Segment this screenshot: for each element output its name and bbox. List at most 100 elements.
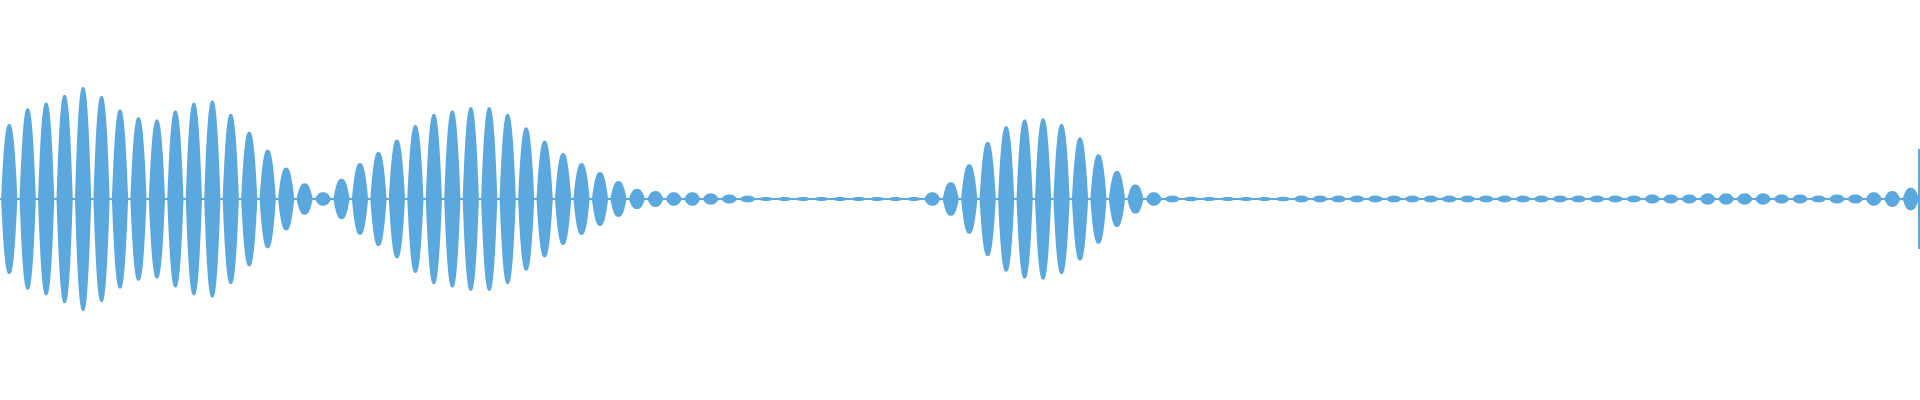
waveform-lobe bbox=[1164, 195, 1181, 203]
waveform-lobe bbox=[296, 183, 313, 215]
waveform-lobe bbox=[1588, 195, 1606, 203]
waveform-lobe bbox=[1773, 194, 1790, 204]
waveform-lobe bbox=[111, 109, 129, 289]
waveform-lobe bbox=[1847, 194, 1864, 204]
waveform-lobe bbox=[130, 117, 147, 281]
waveform-lobe bbox=[1718, 193, 1735, 205]
waveform-lobe bbox=[481, 107, 498, 291]
waveform-lobe bbox=[1681, 194, 1698, 204]
waveform-lobe bbox=[998, 126, 1015, 272]
waveform-lobe bbox=[776, 197, 793, 201]
waveform-lobe bbox=[813, 197, 830, 201]
waveform-lobe bbox=[56, 94, 73, 304]
waveform-lobe bbox=[628, 188, 646, 210]
waveform-lobe bbox=[1533, 195, 1550, 203]
waveform-lobe bbox=[665, 192, 682, 206]
waveform-lobe bbox=[19, 108, 36, 290]
waveform-lobe bbox=[1330, 195, 1347, 203]
waveform-lobe bbox=[721, 194, 738, 204]
waveform-lobe bbox=[1127, 184, 1144, 214]
waveform-lobe bbox=[167, 110, 184, 288]
waveform-lobe bbox=[831, 197, 849, 201]
waveform-lobe bbox=[314, 192, 332, 206]
waveform-lobe bbox=[905, 197, 922, 201]
waveform-lobe bbox=[222, 113, 239, 285]
waveform-lobe bbox=[1145, 192, 1162, 206]
waveform-lobe bbox=[1902, 187, 1919, 211]
waveform-lobe bbox=[1551, 195, 1569, 203]
waveform-lobe bbox=[1182, 196, 1199, 202]
waveform-lobe bbox=[758, 197, 775, 201]
waveform-lobe bbox=[148, 119, 166, 279]
waveform-lobe bbox=[1828, 194, 1846, 204]
waveform-lobe bbox=[241, 131, 258, 267]
waveform-lobe bbox=[1311, 195, 1329, 203]
waveform-lobe bbox=[1422, 195, 1439, 203]
waveform-lobe bbox=[1644, 194, 1661, 204]
waveform-lobe bbox=[1625, 195, 1642, 203]
waveform-lobe bbox=[351, 163, 369, 235]
waveform-lobe bbox=[518, 127, 535, 271]
waveform-lobe bbox=[850, 197, 867, 201]
waveform-lobe bbox=[1496, 195, 1513, 203]
waveform-lobe bbox=[1201, 197, 1218, 201]
waveform-lobe bbox=[1108, 171, 1126, 227]
playhead-marker bbox=[1918, 149, 1920, 249]
waveform-lobe bbox=[1293, 195, 1310, 203]
waveform-lobe bbox=[1385, 195, 1402, 203]
waveform-lobe bbox=[1404, 195, 1421, 203]
waveform-lobe bbox=[1699, 193, 1716, 205]
waveform-lobe bbox=[1514, 195, 1532, 203]
waveform-lobe bbox=[333, 178, 350, 220]
waveform-lobe bbox=[591, 172, 609, 226]
waveform-lobe bbox=[573, 163, 590, 235]
waveform-lobe bbox=[961, 164, 978, 234]
waveform-lobe bbox=[1607, 195, 1624, 203]
waveform-lobe bbox=[1791, 194, 1809, 204]
waveform-lobe bbox=[739, 195, 756, 203]
waveform-lobe bbox=[259, 149, 276, 249]
waveform-lobe bbox=[979, 141, 996, 257]
waveform-lobe bbox=[1884, 191, 1901, 207]
waveform-lobe bbox=[425, 113, 442, 285]
waveform-lobe bbox=[887, 197, 904, 201]
waveform-lobe bbox=[942, 182, 959, 216]
waveform-lobe bbox=[407, 125, 424, 273]
waveform-lobe bbox=[444, 110, 461, 288]
waveform-lobe bbox=[1662, 194, 1679, 204]
waveform-lobe bbox=[924, 192, 941, 206]
waveform-lobe bbox=[278, 167, 295, 231]
waveform-lobe bbox=[185, 102, 202, 296]
waveform-lobe bbox=[610, 181, 627, 217]
waveform-lobe bbox=[1219, 197, 1236, 201]
waveform-lobe bbox=[1071, 137, 1089, 261]
waveform-lobe bbox=[702, 193, 719, 205]
waveform-lobe bbox=[1034, 118, 1052, 280]
waveform-lobe bbox=[1810, 195, 1827, 203]
waveform-lobe bbox=[93, 95, 110, 303]
waveform-lobe bbox=[1754, 193, 1772, 205]
waveform-lobe bbox=[1053, 123, 1070, 275]
waveform-lobe bbox=[1865, 192, 1882, 206]
waveform-lobe bbox=[1459, 195, 1476, 203]
waveform-lobe bbox=[204, 100, 221, 298]
waveform-lobe bbox=[1238, 197, 1255, 201]
waveform-lobe bbox=[499, 113, 516, 285]
waveform-lobe bbox=[388, 139, 406, 259]
waveform-lobe bbox=[794, 197, 812, 201]
waveform-lobe bbox=[1736, 193, 1753, 205]
waveform-lobe bbox=[1441, 195, 1458, 203]
waveform-lobe bbox=[647, 191, 664, 207]
waveform-lobe bbox=[74, 87, 92, 311]
waveform-lobe bbox=[536, 140, 553, 258]
waveform-lobe bbox=[1016, 119, 1033, 279]
waveform-lobe bbox=[1256, 197, 1273, 201]
waveform-lobe bbox=[1348, 195, 1366, 203]
waveform-lobe bbox=[1, 123, 18, 275]
waveform-baseline bbox=[0, 198, 1920, 200]
waveform-lobe bbox=[1570, 195, 1587, 203]
waveform-lobe bbox=[1274, 196, 1292, 202]
waveform-lobe bbox=[868, 197, 886, 201]
